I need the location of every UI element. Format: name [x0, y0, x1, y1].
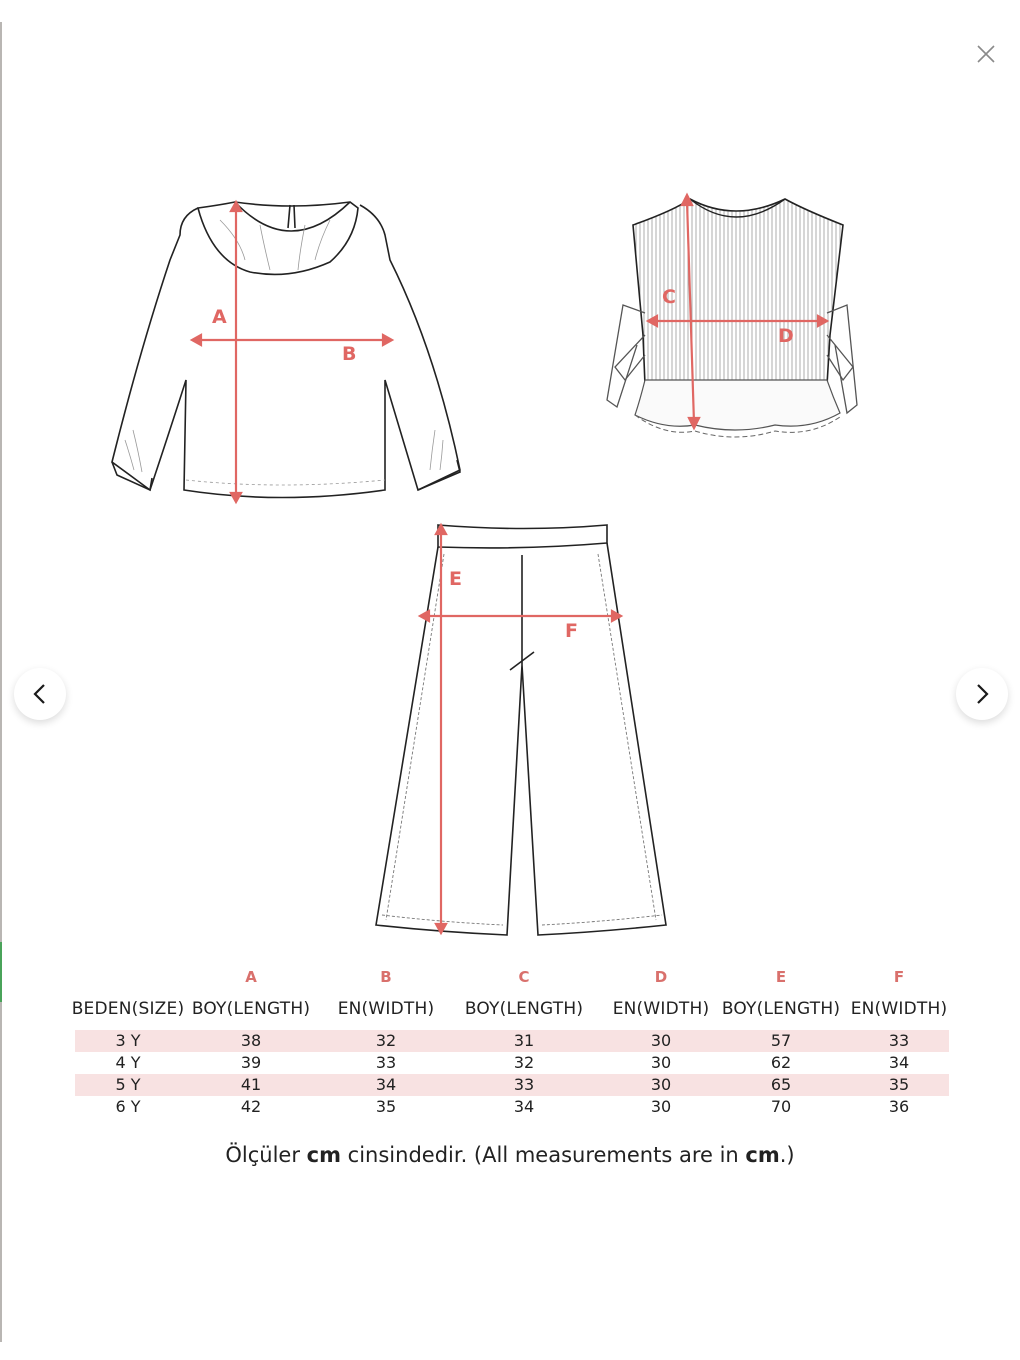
- label-f: F: [565, 620, 578, 642]
- value-e: 62: [770, 1053, 792, 1072]
- label-a: A: [212, 306, 227, 328]
- value-e: 57: [770, 1031, 792, 1050]
- header-size: BEDEN(SIZE): [71, 999, 185, 1019]
- background-accent: [0, 942, 2, 1002]
- next-image-button[interactable]: [956, 668, 1008, 720]
- close-icon: [977, 45, 995, 63]
- letter-a: A: [245, 968, 257, 986]
- table-header-row: BEDEN(SIZE) BOY(LENGTH) EN(WIDTH) BOY(LE…: [71, 992, 949, 1030]
- table-row: 3 Y 38 32 31 30 57 33: [75, 1030, 949, 1052]
- letter-c: C: [518, 968, 530, 986]
- value-c: 31: [513, 1031, 535, 1050]
- size-table: A B C D E F BEDEN(SIZE) BOY(LENGTH) EN(W…: [71, 962, 949, 1118]
- value-b: 33: [375, 1053, 397, 1072]
- label-b: B: [342, 343, 356, 365]
- value-a: 39: [240, 1053, 262, 1072]
- blouse-drawing: A B: [111, 199, 461, 505]
- note-text: .): [779, 1143, 795, 1167]
- table-row: 5 Y 41 34 33 30 65 35: [75, 1074, 949, 1096]
- size-cell: 5 Y: [115, 1075, 141, 1094]
- label-d: D: [778, 325, 794, 347]
- size-cell: 3 Y: [115, 1031, 141, 1050]
- letter-b: B: [380, 968, 392, 986]
- value-f: 34: [888, 1053, 910, 1072]
- value-d: 30: [650, 1075, 672, 1094]
- header-a: BOY(LENGTH): [191, 999, 311, 1019]
- value-c: 33: [513, 1075, 535, 1094]
- chevron-right-icon: [977, 684, 989, 704]
- header-b: EN(WIDTH): [337, 999, 435, 1019]
- header-f: EN(WIDTH): [850, 999, 948, 1019]
- value-e: 65: [770, 1075, 792, 1094]
- value-d: 30: [650, 1097, 672, 1116]
- letter-e: E: [775, 968, 787, 986]
- table-row: 4 Y 39 33 32 30 62 34: [75, 1052, 949, 1074]
- value-f: 33: [888, 1031, 910, 1050]
- value-c: 32: [513, 1053, 535, 1072]
- header-e: BOY(LENGTH): [721, 999, 841, 1019]
- trousers-drawing: E F: [375, 522, 667, 936]
- header-c: BOY(LENGTH): [464, 999, 584, 1019]
- value-a: 38: [240, 1031, 262, 1050]
- value-f: 35: [888, 1075, 910, 1094]
- measurement-unit-note: Ölçüler cm cinsindedir. (All measurement…: [0, 1143, 1020, 1167]
- measurement-letters-row: A B C D E F: [75, 962, 949, 992]
- value-d: 30: [650, 1031, 672, 1050]
- note-unit-bold: cm: [306, 1143, 341, 1167]
- value-b: 34: [375, 1075, 397, 1094]
- value-c: 34: [513, 1097, 535, 1116]
- close-button[interactable]: [972, 40, 1000, 68]
- vest-drawing: C D: [606, 192, 858, 438]
- value-a: 41: [240, 1075, 262, 1094]
- previous-image-button[interactable]: [14, 668, 66, 720]
- value-b: 35: [375, 1097, 397, 1116]
- value-a: 42: [240, 1097, 262, 1116]
- value-e: 70: [770, 1097, 792, 1116]
- label-e: E: [449, 568, 462, 590]
- note-unit-bold: cm: [745, 1143, 780, 1167]
- label-c: C: [662, 286, 676, 308]
- letter-d: D: [654, 968, 668, 986]
- size-cell: 4 Y: [115, 1053, 141, 1072]
- value-f: 36: [888, 1097, 910, 1116]
- header-d: EN(WIDTH): [612, 999, 710, 1019]
- value-b: 32: [375, 1031, 397, 1050]
- chevron-left-icon: [33, 684, 45, 704]
- table-row: 6 Y 42 35 34 30 70 36: [75, 1096, 949, 1118]
- size-cell: 6 Y: [115, 1097, 141, 1116]
- letter-f: F: [893, 968, 905, 986]
- note-text: cinsindedir. (All measurements are in: [341, 1143, 746, 1167]
- background-page-edge: [0, 22, 2, 1342]
- note-text: Ölçüler: [225, 1143, 307, 1167]
- value-d: 30: [650, 1053, 672, 1072]
